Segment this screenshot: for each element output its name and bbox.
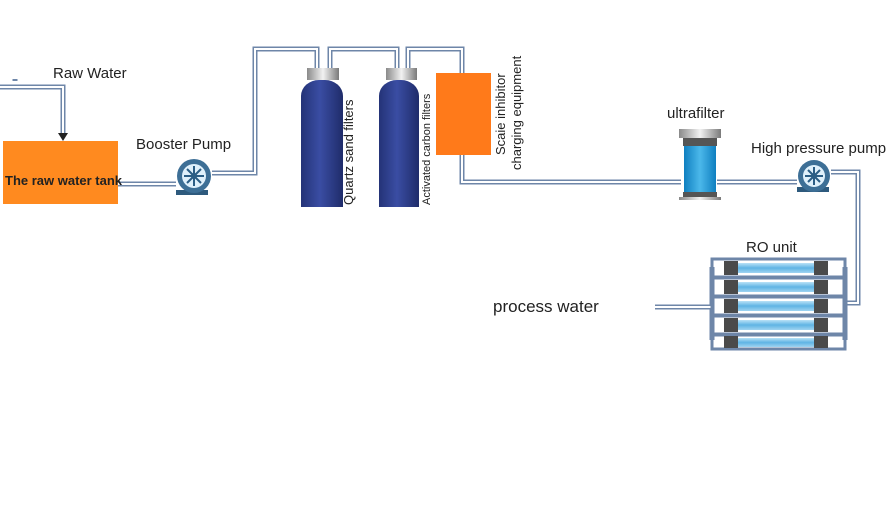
scale-inhibitor-label-line1: Scaie inhibitor <box>493 73 508 155</box>
ro-membrane <box>710 276 847 298</box>
quartz-sand-filter-vessel <box>301 68 343 207</box>
activated-carbon-filter-vessel <box>379 68 419 207</box>
ro-membrane <box>710 314 847 336</box>
high-pressure-pump-label: High pressure pump <box>751 140 886 157</box>
inflow-arrow-icon <box>58 133 68 141</box>
raw-water-label: Raw Water <box>53 65 127 82</box>
scale-inhibitor-label-line2: charging equipment <box>509 55 524 170</box>
booster-pump-label: Booster Pump <box>136 136 231 153</box>
booster-pump-icon <box>176 159 211 195</box>
activated-carbon-filters-label: Activated carbon filters <box>421 93 433 205</box>
ro-membrane <box>710 257 847 279</box>
high-pressure-pump-icon <box>797 160 830 192</box>
scale-inhibitor-dosing-unit <box>436 73 491 155</box>
ro-membrane <box>710 295 847 317</box>
ultrafilter-label: ultrafilter <box>667 105 725 122</box>
process-water-label: process water <box>493 297 599 316</box>
ultrafilter-module <box>679 129 721 200</box>
ro-membrane <box>710 333 847 351</box>
ro-unit-membranes <box>710 257 847 351</box>
raw-water-tank-label: The raw water tank <box>5 173 123 188</box>
raw-water-tank <box>3 141 118 204</box>
ro-unit-label: RO unit <box>746 239 798 256</box>
quartz-sand-filters-label: Quartz sand filters <box>341 99 356 205</box>
